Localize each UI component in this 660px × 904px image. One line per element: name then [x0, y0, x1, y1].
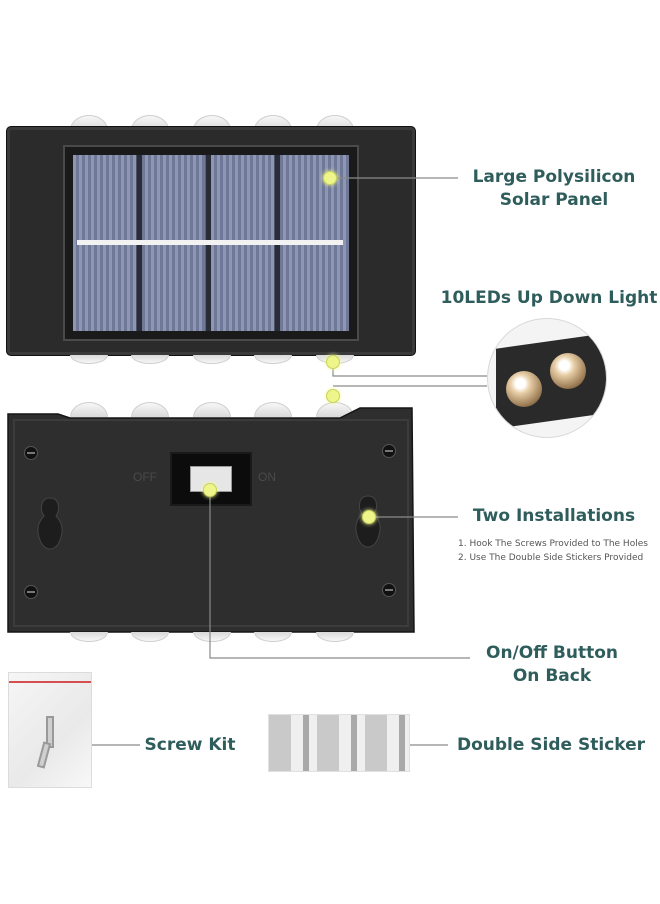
light-front-body: [6, 126, 416, 356]
button-callout-line2: On Back: [512, 666, 592, 686]
led-bulb-icon: [506, 371, 542, 407]
double-side-sticker: [268, 714, 410, 772]
screw-kit-callout: Screw Kit: [144, 735, 236, 755]
screw-kit-bag: [8, 672, 92, 788]
solar-callout-line1: Large Polysilicon: [472, 167, 636, 187]
install-note-1: 1. Hook The Screws Provided to The Holes: [458, 539, 648, 549]
highlight-dot: [323, 171, 337, 185]
solar-panel: [63, 145, 359, 341]
highlight-dot: [326, 389, 340, 403]
solar-cells: [73, 155, 349, 331]
solar-panel-callout: Large Polysilicon Solar Panel: [460, 166, 648, 212]
screw-icon: [36, 716, 54, 769]
solar-callout-line2: Solar Panel: [499, 190, 609, 210]
led-zoom-inset: [487, 318, 607, 438]
button-callout-line1: On/Off Button: [486, 643, 618, 663]
screw-hole-icon: [382, 444, 396, 458]
leds-callout: 10LEDs Up Down Light: [440, 288, 658, 308]
solar-busbar: [77, 240, 343, 245]
switch-on-label: ON: [258, 470, 276, 484]
switch-off-label: OFF: [133, 470, 157, 484]
install-note-2: 2. Use The Double Side Stickers Provided: [458, 553, 644, 563]
installations-callout: Two Installations: [472, 506, 636, 526]
power-switch[interactable]: [170, 452, 252, 506]
keyhole-icon: [37, 497, 63, 550]
screw-hole-icon: [24, 585, 38, 599]
led-bulb-icon: [550, 353, 586, 389]
screw-hole-icon: [382, 583, 396, 597]
highlight-dot: [362, 510, 376, 524]
highlight-dot: [326, 355, 340, 369]
highlight-dot: [203, 483, 217, 497]
sticker-callout: Double Side Sticker: [456, 735, 646, 755]
screw-hole-icon: [24, 446, 38, 460]
onoff-button-callout: On/Off Button On Back: [472, 642, 632, 688]
